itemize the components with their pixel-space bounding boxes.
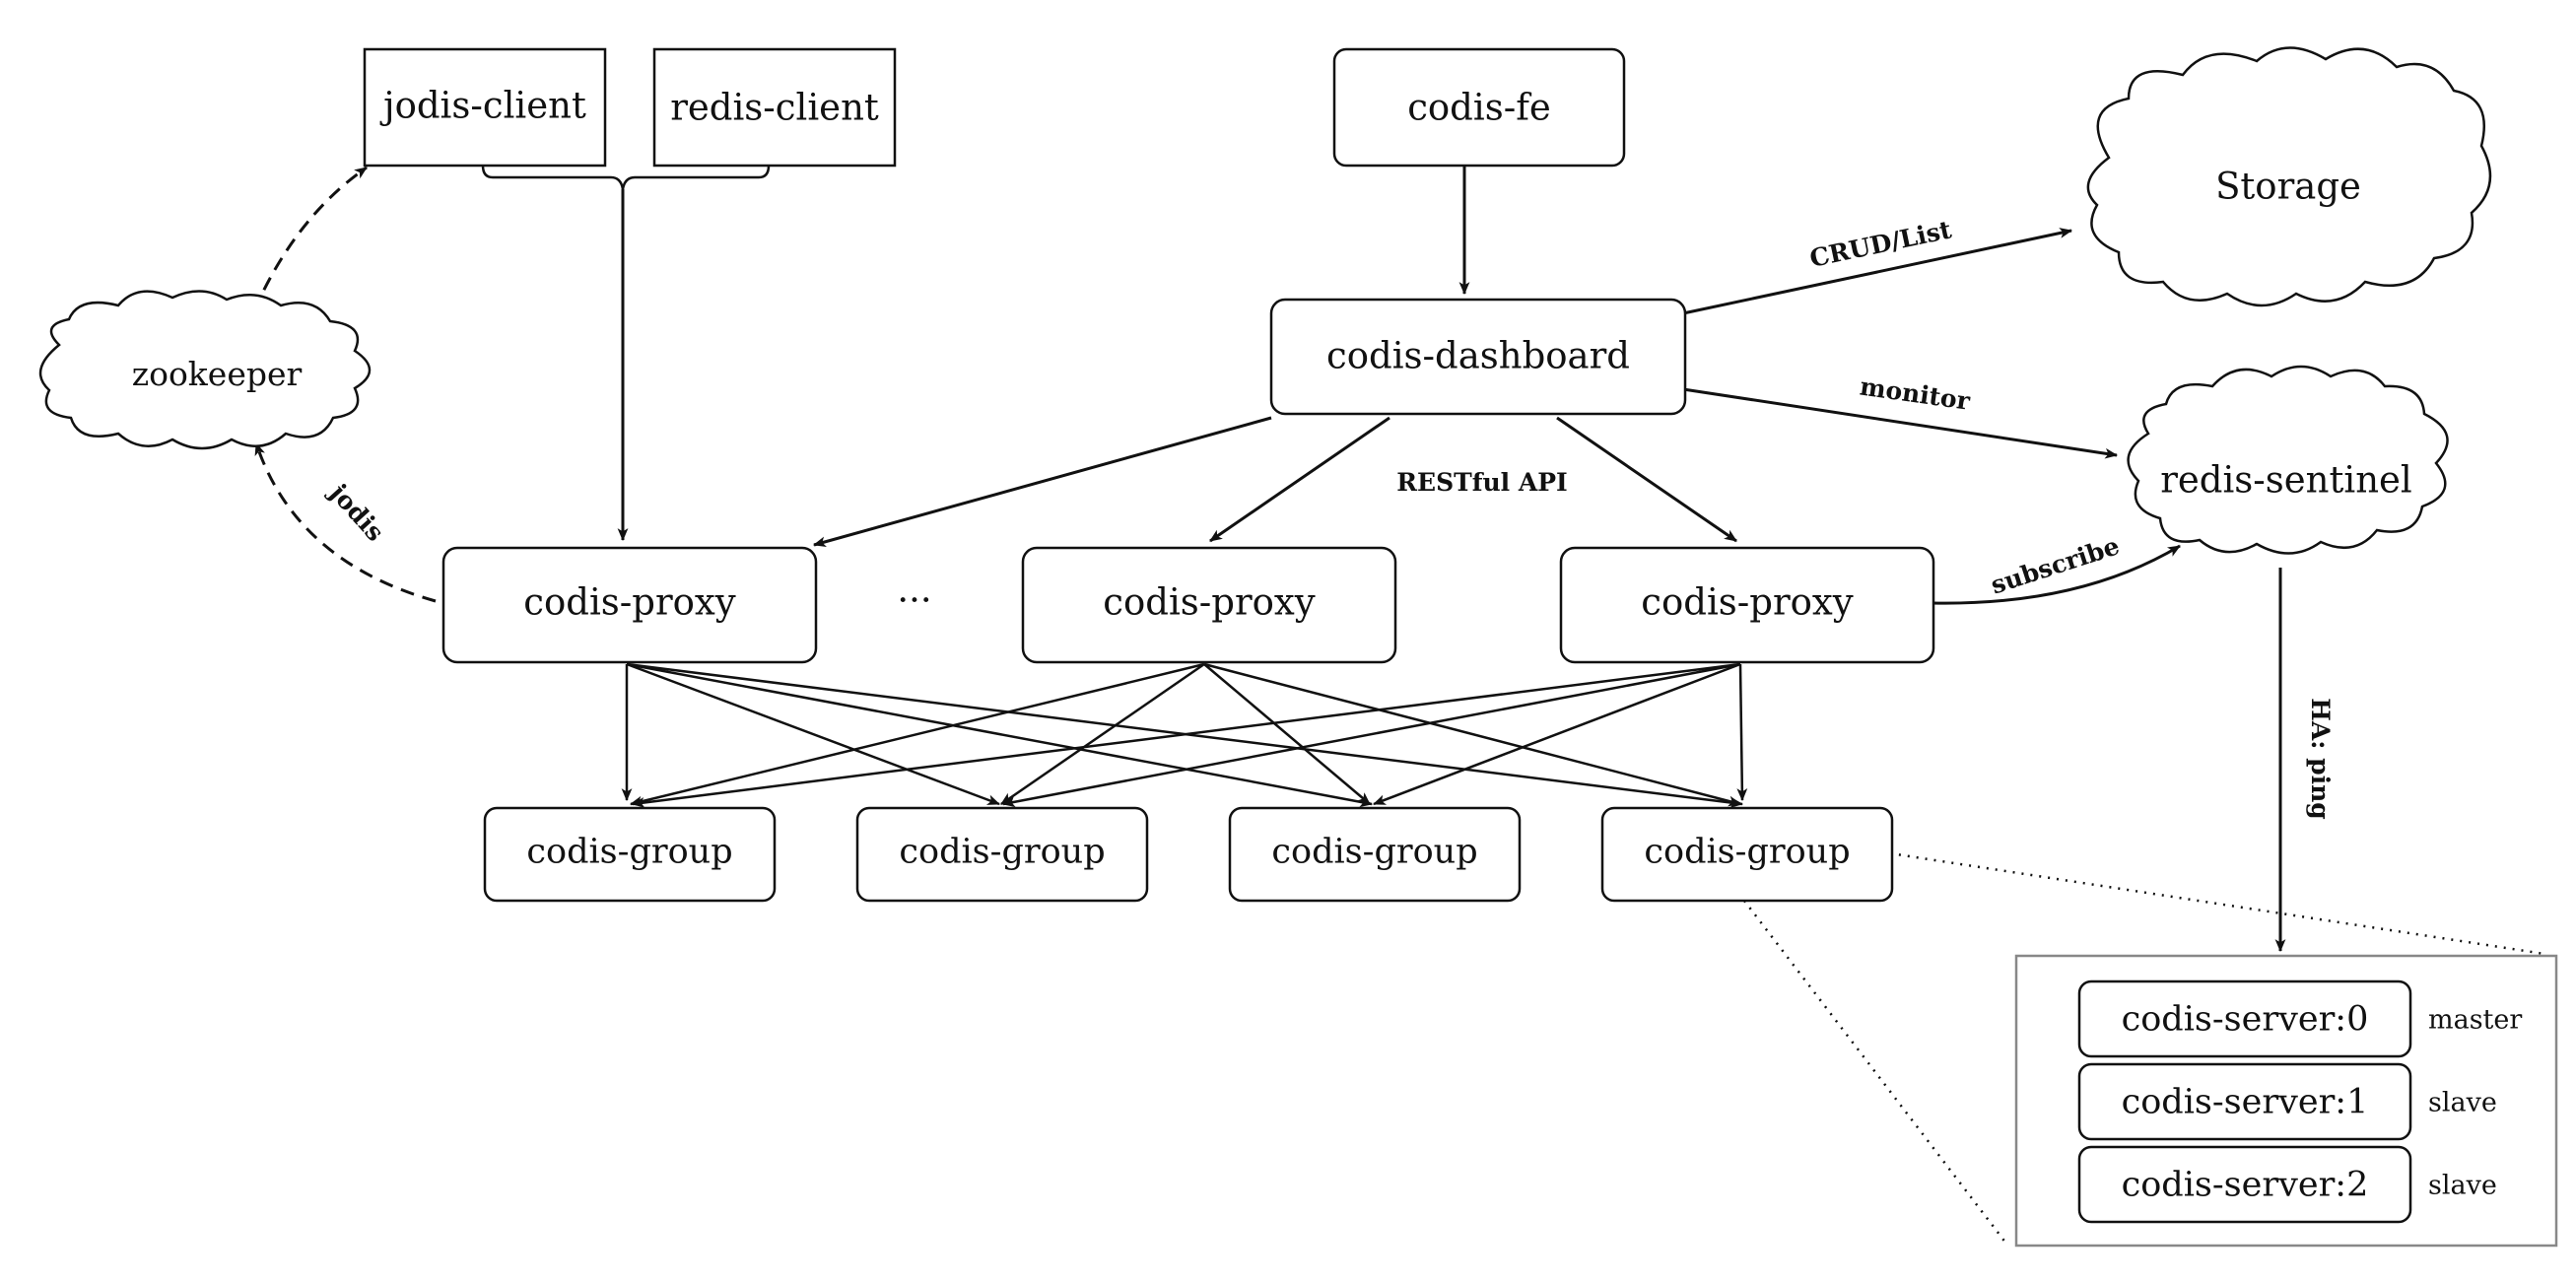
proxy-ellipsis: ··· xyxy=(897,579,931,622)
zoom-line-bottom xyxy=(1743,900,2007,1245)
proxy-group-edges xyxy=(621,662,1748,808)
codis-server-0-label: codis-server:0 xyxy=(2122,1000,2369,1040)
codis-server-0-role: master xyxy=(2428,1005,2522,1036)
codis-fe-label: codis-fe xyxy=(1407,87,1551,129)
edge-proxy-subscribe-sentinel xyxy=(1931,544,2181,605)
codis-server-2-box xyxy=(2077,1145,2412,1224)
edge-dashboard-to-sentinel xyxy=(1682,387,2119,459)
restful-api-label: RESTful API xyxy=(1396,468,1568,497)
redis-sentinel-cloud xyxy=(2127,365,2449,555)
jodis-client-box xyxy=(363,47,607,168)
crud-list-label: CRUD/List xyxy=(1807,215,1954,273)
codis-group-4-box xyxy=(1600,806,1894,903)
redis-client-label: redis-client xyxy=(670,87,879,129)
edge-zookeeper-to-jodis-client xyxy=(252,166,368,311)
codis-server-0-box xyxy=(2077,979,2412,1058)
codis-server-1-box xyxy=(2077,1062,2412,1141)
codis-group-1-label: codis-group xyxy=(526,833,732,872)
codis-group-3-box xyxy=(1228,806,1522,903)
codis-proxy-3-label: codis-proxy xyxy=(1641,581,1854,624)
client-brace xyxy=(481,165,771,190)
codis-fe-box xyxy=(1332,47,1626,168)
edge-dashboard-to-proxy-3 xyxy=(1556,416,1737,543)
codis-server-2-label: codis-server:2 xyxy=(2122,1166,2369,1205)
ha-ping-label: HA: ping xyxy=(2306,698,2335,820)
codis-proxy-3-box xyxy=(1559,546,1935,664)
subscribe-label: subscribe xyxy=(1988,531,2123,599)
edge-proxy-to-zookeeper xyxy=(254,441,437,603)
zoom-line-top xyxy=(1889,851,2545,956)
codis-proxy-2-box xyxy=(1021,546,1397,664)
codis-group-1-box xyxy=(483,806,777,903)
zookeeper-cloud xyxy=(38,290,372,450)
codis-proxy-1-box xyxy=(441,546,818,664)
codis-server-2-role: slave xyxy=(2428,1171,2497,1201)
codis-server-1-role: slave xyxy=(2428,1088,2497,1118)
edge-dashboard-to-proxy-2 xyxy=(1209,416,1390,543)
codis-proxy-2-label: codis-proxy xyxy=(1103,581,1316,624)
edge-dashboard-to-storage xyxy=(1682,228,2073,315)
codis-dashboard-label: codis-dashboard xyxy=(1326,335,1630,377)
redis-client-box xyxy=(652,47,897,168)
codis-proxy-1-label: codis-proxy xyxy=(523,581,736,624)
codis-dashboard-box xyxy=(1269,298,1687,416)
zookeeper-label: zookeeper xyxy=(132,355,303,393)
codis-group-4-label: codis-group xyxy=(1644,833,1850,872)
codis-group-2-box xyxy=(855,806,1149,903)
codis-group-2-label: codis-group xyxy=(899,833,1105,872)
redis-sentinel-label: redis-sentinel xyxy=(2160,459,2412,502)
edge-dashboard-to-proxy-1 xyxy=(812,416,1272,548)
storage-cloud xyxy=(2086,46,2492,307)
jodis-label: jodis xyxy=(323,477,390,547)
storage-label: Storage xyxy=(2215,166,2361,208)
codis-server-1-label: codis-server:1 xyxy=(2122,1083,2369,1122)
monitor-label: monitor xyxy=(1859,371,1973,415)
jodis-client-label: jodis-client xyxy=(379,85,586,127)
codis-group-3-label: codis-group xyxy=(1271,833,1477,872)
